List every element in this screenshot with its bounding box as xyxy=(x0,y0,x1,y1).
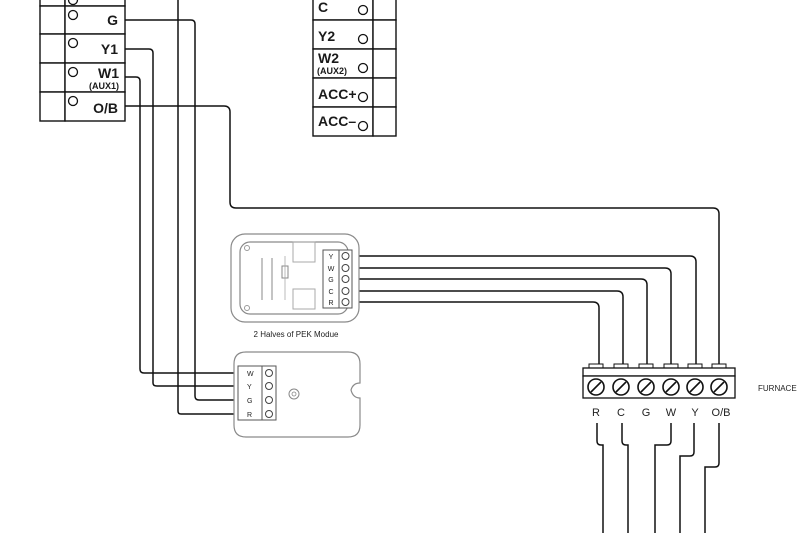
furnace-screws xyxy=(587,378,728,396)
screw-icon xyxy=(357,33,369,45)
screw-icon xyxy=(67,66,79,78)
right-block-frame xyxy=(372,48,397,79)
wire-c-pek-to-furnace xyxy=(352,290,624,367)
pek-lower-label-g: G xyxy=(247,398,252,405)
furnace-label-c: C xyxy=(617,407,625,419)
right-block-frame xyxy=(372,19,397,50)
screw-icon xyxy=(67,37,79,49)
wire-w1-thermostat-to-pek xyxy=(125,76,244,374)
screw-icon xyxy=(357,91,369,103)
thermostat-left-block: G Y1 W1 (AUX1) O/B xyxy=(39,0,126,122)
screw-icon xyxy=(341,275,350,283)
wire-w-pek-to-furnace xyxy=(352,267,672,367)
screw-icon xyxy=(341,298,350,306)
right-block-frame xyxy=(372,106,397,137)
terminal-y2-label: Y2 xyxy=(318,28,335,44)
relay-component xyxy=(292,288,316,310)
screw-slot xyxy=(615,381,627,393)
screw-slot xyxy=(713,381,725,393)
wire-ob-thermostat-to-furnace xyxy=(125,105,720,367)
furnace-title: FURNACE xyxy=(758,384,797,393)
screw-icon xyxy=(357,4,369,16)
screw-icon xyxy=(67,95,79,107)
screw-icon xyxy=(265,382,273,390)
screw-icon xyxy=(67,0,79,6)
mount-hole-center-icon xyxy=(291,391,297,397)
screw-slot xyxy=(640,381,652,393)
screw-icon xyxy=(357,120,369,132)
screw-icon xyxy=(265,369,273,377)
screw-icon xyxy=(265,410,273,418)
terminal-w2-label: W2 xyxy=(318,50,339,66)
terminal-w1-sublabel: (AUX1) xyxy=(89,81,119,91)
furnace-label-g: G xyxy=(642,407,651,419)
wire-y1-thermostat-to-pek xyxy=(125,48,244,387)
screw-slot xyxy=(590,381,602,393)
terminal-g-label: G xyxy=(107,12,118,28)
left-block-frame xyxy=(39,62,66,93)
pek-upper-screws xyxy=(341,252,350,306)
pek-lower-label-w: W xyxy=(247,371,254,378)
terminal-ob-label: O/B xyxy=(93,100,118,116)
screw-icon xyxy=(67,9,79,21)
terminal-y1-label: Y1 xyxy=(101,41,118,57)
terminal-w1-label: W1 xyxy=(98,65,119,81)
furnace-block-top xyxy=(582,367,736,377)
terminal-w2-sublabel: (AUX2) xyxy=(317,66,347,76)
right-block-frame xyxy=(372,0,397,21)
pek-upper-label-g: G xyxy=(328,277,333,284)
left-block-frame xyxy=(39,5,66,35)
pek-upper-label-r: R xyxy=(328,300,333,307)
mount-hole-icon xyxy=(288,388,300,400)
wires xyxy=(125,0,720,533)
wire-r-furnace-out xyxy=(596,423,604,533)
furnace-label-w: W xyxy=(666,407,677,419)
screw-slot xyxy=(689,381,701,393)
screw-slot xyxy=(665,381,677,393)
furnace-label-r: R xyxy=(592,407,600,419)
pek-upper-label-c: C xyxy=(328,289,333,296)
furnace-label-y: Y xyxy=(691,407,699,419)
furnace-label-ob: O/B xyxy=(712,407,731,419)
screw-icon xyxy=(341,252,350,260)
screw-icon xyxy=(341,287,350,295)
left-block-frame xyxy=(39,33,66,64)
furnace-terminal-block: R C G W Y O/B FURNACE xyxy=(582,363,797,419)
thermostat-right-block: C Y2 W2 (AUX2) ACC+ ACC– xyxy=(312,0,397,137)
terminal-acc-plus-label: ACC+ xyxy=(318,86,357,102)
terminal-c-label: C xyxy=(318,0,328,15)
pek-module-upper: Y W G C R xyxy=(230,233,360,323)
wire-r-pek-to-furnace xyxy=(352,301,600,367)
left-block-frame-top xyxy=(39,0,66,7)
pek-lower-screws xyxy=(265,369,273,418)
mount-hole-icon xyxy=(244,305,250,311)
wire-w-furnace-out xyxy=(654,423,672,533)
pek-upper-label-y: Y xyxy=(329,254,334,261)
wire-r-thermostat-to-pek xyxy=(177,0,244,415)
screw-icon xyxy=(357,62,369,74)
wire-c-furnace-out xyxy=(621,423,629,533)
terminal-acc-minus-label: ACC– xyxy=(318,113,356,129)
pek-lower-label-r: R xyxy=(247,412,252,419)
screw-icon xyxy=(341,264,350,272)
screw-icon xyxy=(265,396,273,404)
wire-g-thermostat-to-pek xyxy=(125,19,244,401)
right-block-frame xyxy=(372,77,397,108)
pek-caption: 2 Halves of PEK Modue xyxy=(254,330,339,339)
wire-y-furnace-out xyxy=(679,423,695,533)
pek-lower-terminal-strip xyxy=(237,365,263,421)
pek-lower-screw-strip xyxy=(261,365,277,421)
wire-ob-furnace-out xyxy=(704,423,720,533)
pek-lower-label-y: Y xyxy=(247,384,252,391)
wire-y-pek-to-furnace xyxy=(352,255,697,367)
left-block-frame xyxy=(39,91,66,122)
relay-component xyxy=(292,241,316,263)
pek-module-lower: W Y G R xyxy=(233,351,361,438)
wire-g-pek-to-furnace xyxy=(352,278,648,367)
mount-hole-icon xyxy=(244,245,250,251)
pek-upper-label-w: W xyxy=(328,266,335,273)
